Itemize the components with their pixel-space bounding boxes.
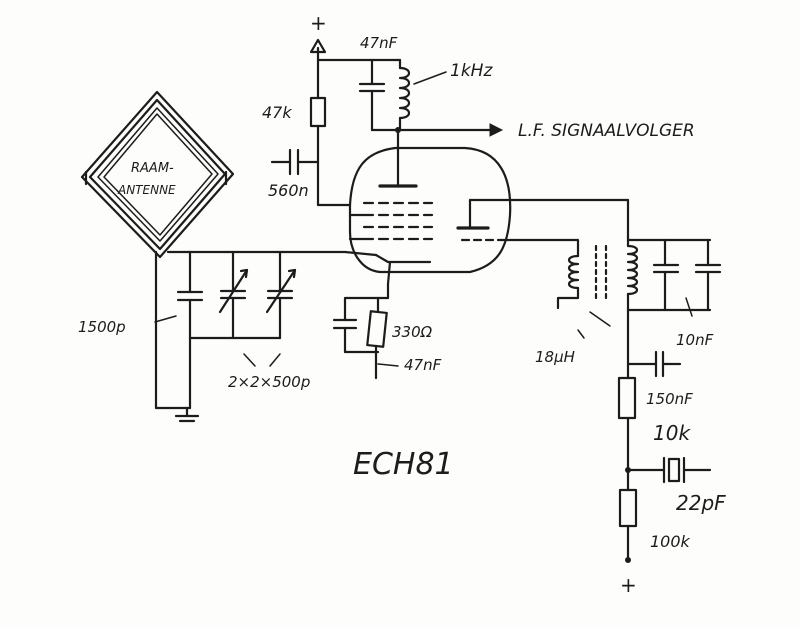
var-cap-leader-1 bbox=[243, 353, 256, 367]
variable-capacitor-2 bbox=[265, 250, 297, 340]
freq-leader bbox=[413, 71, 447, 85]
ground-symbol-left bbox=[174, 406, 200, 423]
grid-bus-wire bbox=[188, 250, 378, 257]
antenna-lead-left bbox=[154, 250, 192, 410]
cathode-wire bbox=[343, 282, 390, 322]
coil-18uh-secondary bbox=[626, 244, 639, 352]
capacitor-10nf-a bbox=[652, 238, 680, 312]
cap-10nf-wires bbox=[626, 238, 712, 312]
supply-terminal-dot bbox=[625, 557, 631, 563]
label-47nf-cathode-leader bbox=[377, 363, 399, 367]
capacitor-47nf-tank bbox=[358, 58, 386, 132]
capacitor-150nf bbox=[626, 350, 682, 378]
tube-ech81 bbox=[348, 146, 517, 286]
label-10k: 10k bbox=[653, 421, 691, 445]
variable-capacitor-1 bbox=[218, 250, 249, 340]
label-560n: 560n bbox=[268, 181, 309, 200]
coil-leader bbox=[577, 329, 585, 339]
label-10nf-leader bbox=[685, 297, 693, 317]
osc-plate-wire bbox=[513, 198, 630, 248]
resistor-47k bbox=[309, 96, 327, 128]
label-1500p-leader bbox=[154, 315, 177, 323]
coil-18uh-primary bbox=[556, 254, 580, 310]
antenna-label-line2: ANTENNE bbox=[117, 183, 176, 197]
label-150nf: 150nF bbox=[646, 390, 693, 408]
resistor-330 bbox=[366, 310, 388, 348]
label-1500p: 1500p bbox=[78, 318, 126, 336]
output-label: L.F. SIGNAALVOLGER bbox=[518, 121, 695, 141]
label-47nf-cathode: 47nF bbox=[404, 356, 442, 374]
label-10nf: 10nF bbox=[676, 331, 714, 349]
plus-supply-arrow bbox=[309, 38, 327, 54]
var-cap-leader-2 bbox=[269, 353, 281, 367]
plus-bottom-label: + bbox=[620, 573, 637, 597]
loop-antenna bbox=[80, 90, 235, 259]
coil-1khz bbox=[398, 58, 411, 132]
cathode-bottom-wire bbox=[343, 344, 380, 380]
label-330: 330Ω bbox=[392, 323, 433, 341]
label-47k: 47k bbox=[262, 103, 292, 122]
capacitor-10nf-b bbox=[694, 238, 722, 312]
resistor-100k bbox=[618, 488, 638, 528]
resistor-10k bbox=[617, 376, 637, 420]
osc-grid-wire bbox=[513, 238, 580, 258]
antenna-label-line1: RAAM- bbox=[131, 161, 174, 176]
label-var-cap: 2×2×500p bbox=[228, 373, 310, 391]
tube-label: ECH81 bbox=[353, 447, 454, 482]
output-arrow bbox=[489, 123, 504, 137]
label-100k: 100k bbox=[650, 532, 691, 551]
label-18uh: 18μH bbox=[535, 348, 575, 366]
capacitor-22pf bbox=[626, 456, 712, 484]
coil-tuning-arrow bbox=[589, 311, 611, 327]
label-47nf-tank: 47nF bbox=[360, 34, 398, 52]
screen-grid-wire bbox=[316, 124, 352, 207]
label-1khz: 1kHz bbox=[450, 61, 493, 81]
plus-top-label: + bbox=[310, 11, 327, 35]
label-22pf: 22pF bbox=[676, 491, 726, 515]
capacitor-560n bbox=[270, 148, 320, 176]
capacitor-1500p bbox=[176, 250, 204, 410]
capacitor-47nf-cathode bbox=[332, 318, 358, 354]
